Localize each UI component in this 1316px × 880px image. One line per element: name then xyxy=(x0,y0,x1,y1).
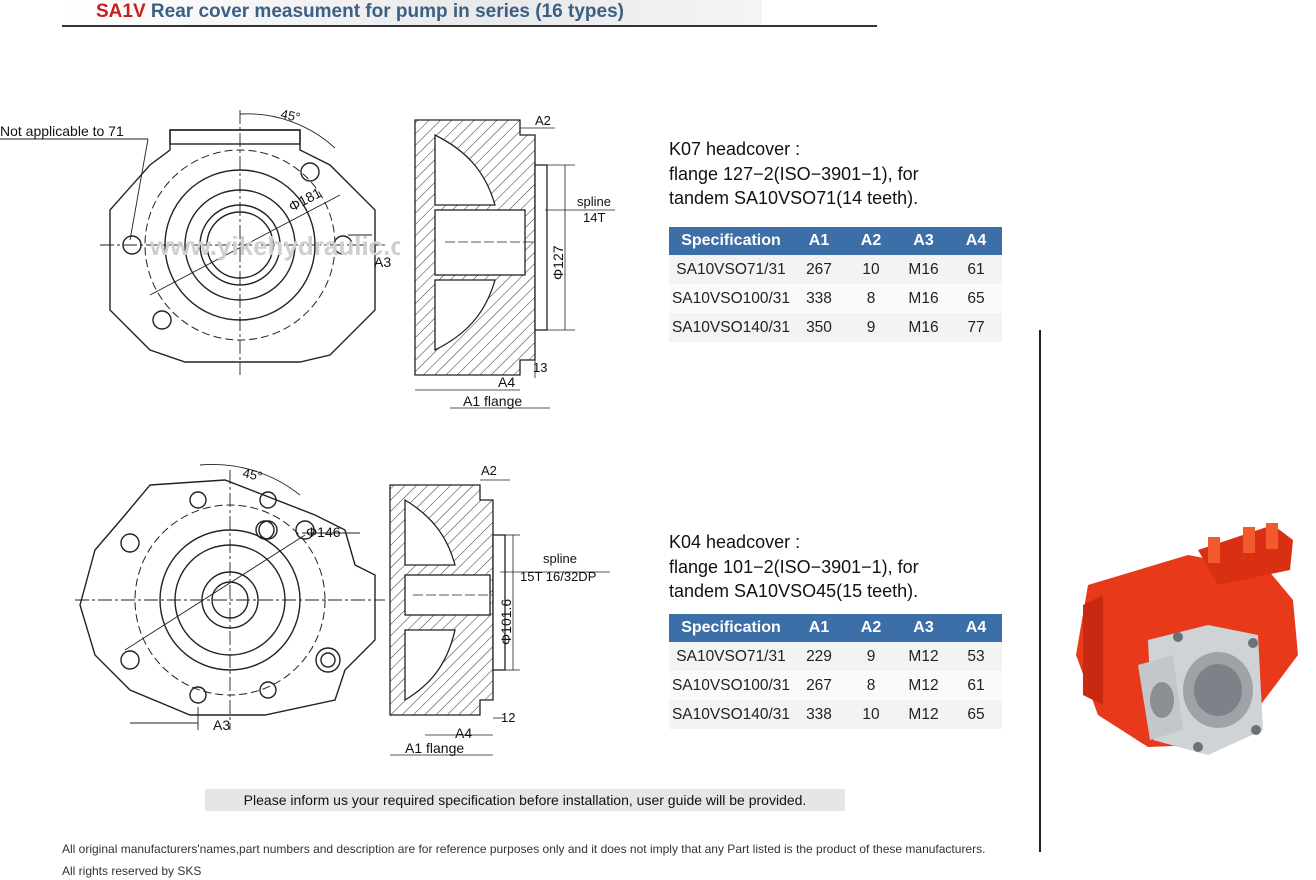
k04-angle-label: 45° xyxy=(241,465,263,484)
table-cell: SA10VSO71/31 xyxy=(669,642,793,671)
table-cell: SA10VSO100/31 xyxy=(669,284,793,313)
table-cell: 61 xyxy=(950,255,1002,284)
footer-rights: All rights reserved by SKS xyxy=(62,864,202,878)
k04-a2-label: A2 xyxy=(481,463,497,478)
k07-desc-line: K07 headcover : xyxy=(669,139,801,159)
header-band xyxy=(62,0,762,26)
k07-diameter-label: Φ181 xyxy=(286,184,324,214)
table-cell: M12 xyxy=(897,671,950,700)
k04-desc-line: tandem SA10VSO45(15 teeth). xyxy=(669,581,919,601)
table-row: SA10VSO100/31 338 8 M16 65 xyxy=(669,284,1002,313)
k04-description: K04 headcover : flange 101−2(ISO−3901−1)… xyxy=(669,530,919,604)
k07-a4-label: A4 xyxy=(498,374,515,390)
table-header-row: Specification A1 A2 A3 A4 xyxy=(669,614,1002,642)
k07-desc-line: tandem SA10VSO71(14 teeth). xyxy=(669,188,919,208)
table-cell: 65 xyxy=(950,700,1002,729)
table-cell: M12 xyxy=(897,642,950,671)
footer-disclaimer: All original manufacturers'names,part nu… xyxy=(62,842,986,856)
table-row: SA10VSO100/31 267 8 M12 61 xyxy=(669,671,1002,700)
k07-a3-label: A3 xyxy=(374,254,391,270)
col-header: A2 xyxy=(845,227,897,255)
col-header: A1 xyxy=(793,614,845,642)
table-cell: 10 xyxy=(845,700,897,729)
k04-a1-flange-label: A1 flange xyxy=(405,740,464,756)
table-cell: 77 xyxy=(950,313,1002,342)
k07-spec-table: Specification A1 A2 A3 A4 SA10VSO71/31 2… xyxy=(669,227,1002,342)
table-cell: 10 xyxy=(845,255,897,284)
k07-description: K07 headcover : flange 127−2(ISO−3901−1)… xyxy=(669,137,919,211)
k07-side-view-drawing: A2 spline 14T Φ127 13 A4 A1 flange xyxy=(414,113,615,409)
table-cell: 229 xyxy=(793,642,845,671)
k04-spec-table: Specification A1 A2 A3 A4 SA10VSO71/31 2… xyxy=(669,614,1002,729)
k07-a1-flange-label: A1 flange xyxy=(463,393,522,409)
table-cell: SA10VSO71/31 xyxy=(669,255,793,284)
table-cell: SA10VSO140/31 xyxy=(669,313,793,342)
table-row: SA10VSO71/31 267 10 M16 61 xyxy=(669,255,1002,284)
col-header: A2 xyxy=(845,614,897,642)
k04-spline-label: spline xyxy=(543,551,577,566)
table-cell: 338 xyxy=(793,284,845,313)
vertical-divider xyxy=(1039,330,1041,852)
k04-a4-label: A4 xyxy=(455,725,472,741)
table-row: SA10VSO140/31 338 10 M12 65 xyxy=(669,700,1002,729)
table-cell: 338 xyxy=(793,700,845,729)
col-header: A4 xyxy=(950,614,1002,642)
col-header: Specification xyxy=(669,227,793,255)
k04-desc-line: flange 101−2(ISO−3901−1), for xyxy=(669,556,919,577)
series-code: SA1V xyxy=(96,1,146,22)
k07-callout-note: Not applicable to 71 xyxy=(0,123,124,139)
k07-a2-label: A2 xyxy=(535,113,551,128)
watermark: www.yikehydraulic.com xyxy=(149,231,400,261)
title-text: Rear cover measument for pump in series … xyxy=(150,1,624,22)
table-cell: 9 xyxy=(845,313,897,342)
header-rule xyxy=(62,25,877,27)
k04-dim-12: 12 xyxy=(501,710,515,725)
table-cell: M16 xyxy=(897,313,950,342)
table-cell: 61 xyxy=(950,671,1002,700)
col-header: A3 xyxy=(897,227,950,255)
k07-angle-label: 45° xyxy=(279,106,301,125)
table-cell: M16 xyxy=(897,284,950,313)
k04-desc-line: K04 headcover : xyxy=(669,532,801,552)
k04-spline-spec: 15T 16/32DP xyxy=(520,569,596,584)
table-cell: 8 xyxy=(845,284,897,313)
col-header: A3 xyxy=(897,614,950,642)
table-cell: 9 xyxy=(845,642,897,671)
table-cell: M16 xyxy=(897,255,950,284)
table-cell: M12 xyxy=(897,700,950,729)
k07-desc-line: flange 127−2(ISO−3901−1), for xyxy=(669,163,919,184)
col-header: A1 xyxy=(793,227,845,255)
table-row: SA10VSO140/31 350 9 M16 77 xyxy=(669,313,1002,342)
col-header: A4 xyxy=(950,227,1002,255)
k07-side-diameter: Φ127 xyxy=(550,245,566,280)
k04-front-view-drawing: 45° Φ146 A3 xyxy=(75,464,385,733)
pump-product-image xyxy=(1076,523,1298,755)
k04-diameter-label: Φ146 xyxy=(306,524,341,540)
k07-dim-13: 13 xyxy=(533,360,547,375)
table-cell: 350 xyxy=(793,313,845,342)
table-cell: 267 xyxy=(793,671,845,700)
installation-note: Please inform us your required specifica… xyxy=(205,789,845,811)
k07-spline-label: spline xyxy=(577,194,611,209)
table-cell: SA10VSO140/31 xyxy=(669,700,793,729)
k04-a3-label: A3 xyxy=(213,717,230,733)
table-cell: SA10VSO100/31 xyxy=(669,671,793,700)
page-title: SA1V Rear cover measument for pump in se… xyxy=(96,1,624,23)
k04-side-diameter: Φ101.6 xyxy=(498,599,514,645)
table-cell: 53 xyxy=(950,642,1002,671)
table-cell: 65 xyxy=(950,284,1002,313)
col-header: Specification xyxy=(669,614,793,642)
k07-spline-spec: 14T xyxy=(583,210,605,225)
k04-side-view-drawing: A2 spline 15T 16/32DP Φ101.6 12 A4 A1 fl… xyxy=(389,463,610,756)
table-cell: 267 xyxy=(793,255,845,284)
table-header-row: Specification A1 A2 A3 A4 xyxy=(669,227,1002,255)
table-row: SA10VSO71/31 229 9 M12 53 xyxy=(669,642,1002,671)
table-cell: 8 xyxy=(845,671,897,700)
k07-front-view-drawing: Not applicable to 71 45° Φ181 A3 www.yik… xyxy=(0,106,400,375)
